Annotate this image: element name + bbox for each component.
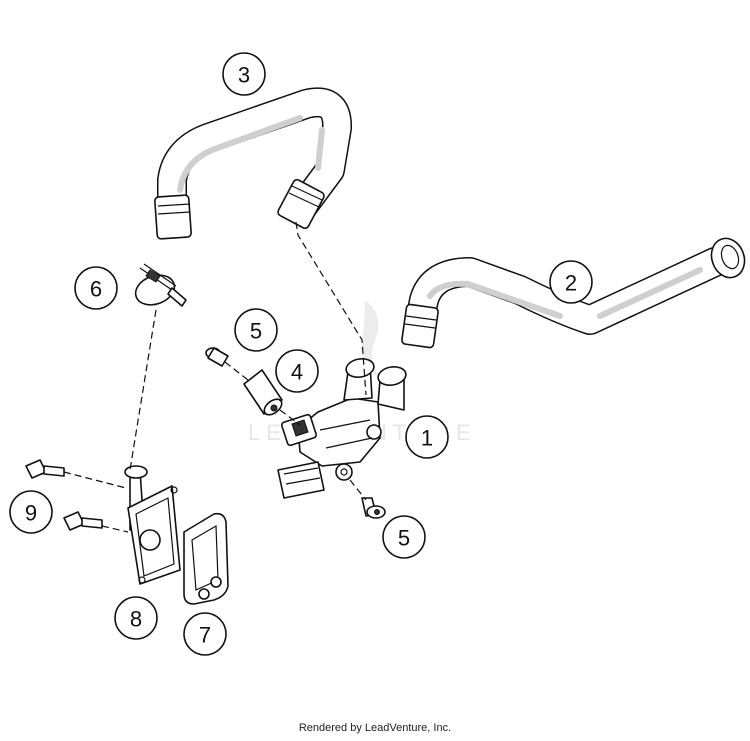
spacer-4	[243, 369, 283, 416]
svg-text:5: 5	[250, 319, 262, 344]
hose-2-end-flange	[710, 237, 746, 279]
callout-3: 3	[222, 52, 266, 96]
callout-5-upper: 5	[234, 308, 278, 352]
hose-3	[154, 87, 352, 240]
callout-8: 8	[114, 596, 158, 640]
reed-housing-8	[124, 465, 181, 585]
callout-9: 9	[9, 490, 53, 534]
hose-3-left-cuff	[154, 194, 192, 240]
hose-2	[401, 237, 746, 349]
callout-6: 6	[74, 266, 118, 310]
cover-7	[183, 512, 229, 605]
callout-4: 4	[275, 349, 319, 393]
svg-text:4: 4	[291, 360, 303, 385]
svg-text:3: 3	[238, 63, 250, 88]
svg-text:2: 2	[565, 271, 577, 296]
bolt-5-upper	[205, 347, 229, 367]
valve-connector-icon	[291, 419, 309, 437]
svg-text:1: 1	[421, 426, 433, 451]
air-valve	[277, 358, 407, 499]
svg-text:5: 5	[398, 526, 410, 551]
bolts-9	[25, 459, 103, 531]
render-credit: Rendered by LeadVenture, Inc.	[298, 722, 452, 734]
svg-text:6: 6	[90, 277, 102, 302]
hose-3-right-cuff	[277, 178, 325, 230]
callout-2: 2	[549, 260, 593, 304]
bolt-5-lower	[361, 497, 386, 519]
callout-1: 1	[405, 415, 449, 459]
leader-lines	[63, 221, 367, 533]
callout-5-lower: 5	[382, 515, 426, 559]
callout-7: 7	[183, 612, 227, 656]
valve-plug	[277, 461, 325, 499]
svg-text:8: 8	[130, 607, 142, 632]
svg-text:9: 9	[25, 501, 37, 526]
hose-clamp-6	[134, 263, 187, 307]
svg-text:7: 7	[199, 623, 211, 648]
